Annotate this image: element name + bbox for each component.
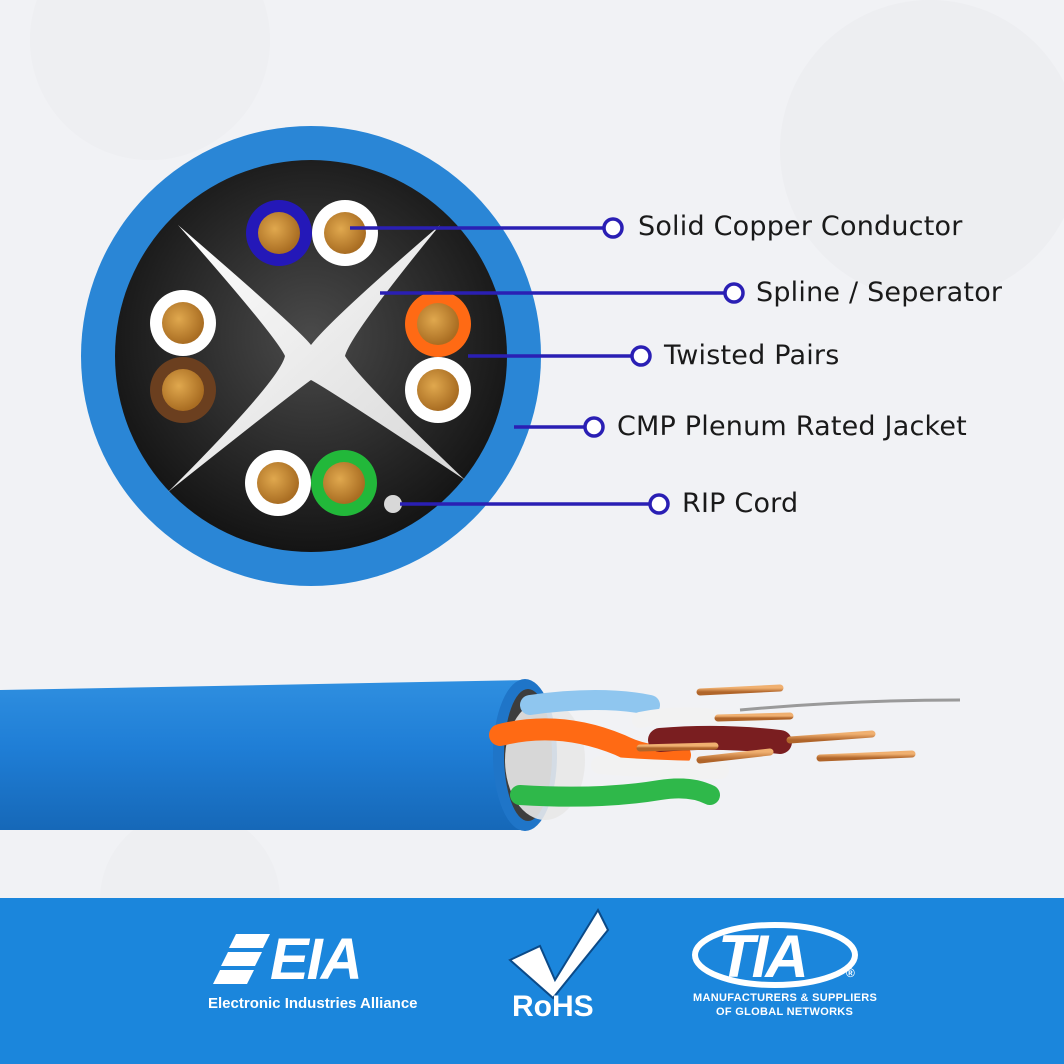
- callout-dot-5: [648, 493, 670, 515]
- label-rip-cord: RIP Cord: [682, 488, 799, 519]
- label-solid-copper-conductor: Solid Copper Conductor: [638, 211, 963, 242]
- tia-caption-line2: OF GLOBAL NETWORKS: [716, 1006, 854, 1018]
- rip-cord: [384, 495, 402, 513]
- eia-stripes-icon: [213, 934, 270, 984]
- callout-dot-4: [583, 416, 605, 438]
- cable-cross-section: [81, 126, 541, 586]
- conductor-brown-pair: [150, 290, 216, 423]
- tia-caption-line1: MANUFACTURERS & SUPPLIERS: [693, 992, 878, 1004]
- callout-lines: [350, 217, 745, 515]
- conductor-green-pair: [245, 450, 377, 516]
- eia-caption: Electronic Industries Alliance: [208, 995, 418, 1012]
- label-spline-separator: Spline / Seperator: [756, 277, 1003, 308]
- label-cmp-plenum-jacket: CMP Plenum Rated Jacket: [617, 411, 967, 442]
- conductor-orange-pair: [405, 291, 471, 423]
- cable-side-view: [0, 679, 961, 831]
- tia-swoosh-icon: [692, 922, 858, 988]
- label-twisted-pairs: Twisted Pairs: [664, 340, 840, 371]
- rohs-caption: RoHS: [512, 990, 594, 1023]
- conductor-blue-pair: [246, 200, 378, 266]
- spline-separator: [168, 225, 465, 492]
- callout-dot-2: [723, 282, 745, 304]
- callout-dot-3: [630, 345, 652, 367]
- eia-mark-text: EIA: [270, 927, 363, 992]
- certification-band: [0, 898, 1064, 1064]
- tia-mark-text: TIA: [718, 923, 809, 990]
- rohs-check-icon: [508, 907, 610, 1000]
- callout-dot-1: [602, 217, 624, 239]
- tia-registered-mark: ®: [846, 966, 855, 980]
